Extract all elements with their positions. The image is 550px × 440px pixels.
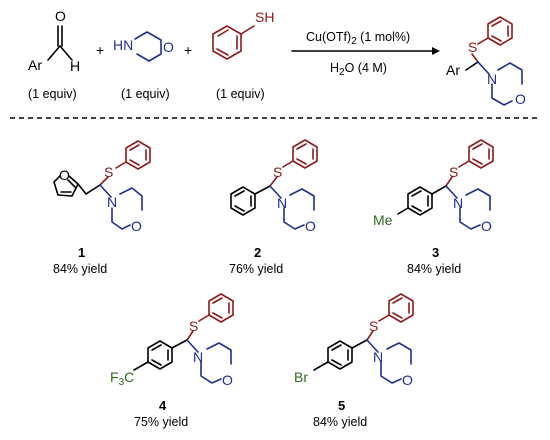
product-2-number: 2: [254, 245, 261, 260]
product-3-number: 3: [432, 245, 439, 260]
aryl-label: Ar: [446, 62, 460, 78]
aldehyde-equiv: (1 equiv): [28, 87, 77, 101]
sulfur-label: S: [449, 164, 458, 180]
product-1-number: 1: [78, 245, 85, 260]
oxygen-label: O: [402, 372, 413, 388]
nitrogen-label: N: [193, 349, 203, 365]
nitrogen-label: N: [487, 71, 497, 87]
oxygen-label: O: [55, 8, 66, 24]
catalyst-label: Cu(OTf)2 (1 mol%): [306, 30, 410, 47]
sulfur-label: S: [104, 164, 113, 180]
oxygen-label: O: [481, 218, 492, 234]
methyl-label: Me: [373, 212, 393, 228]
furan-oxygen-label: O: [59, 167, 70, 183]
bromo-label: Br: [294, 369, 308, 385]
oxygen-label: O: [163, 39, 174, 55]
product-3-structure: S N O Me: [373, 139, 494, 234]
plus-sign-1: +: [96, 42, 104, 58]
thiophenol-structure: SH: [212, 9, 274, 60]
hydrogen-label: H: [70, 58, 80, 74]
generic-product-structure: S Ar N O: [446, 16, 526, 107]
product-2-structure: S N O: [230, 139, 318, 234]
morpholine-structure: HN O: [113, 31, 174, 62]
reaction-arrow: [291, 47, 440, 55]
product-4-number: 4: [159, 398, 167, 413]
product-4-yield: 75% yield: [134, 415, 188, 429]
oxygen-label: O: [222, 372, 233, 388]
oxygen-label: O: [515, 91, 526, 107]
trifluoromethyl-label: F3C: [110, 369, 134, 388]
sulfur-label: S: [468, 39, 477, 55]
solvent-label: H2O (4 M): [330, 61, 387, 78]
product-5-number: 5: [338, 398, 345, 413]
amine-equiv: (1 equiv): [121, 87, 170, 101]
oxygen-label: O: [131, 218, 142, 234]
nitrogen-label: N: [453, 195, 463, 211]
nitrogen-label: N: [277, 195, 287, 211]
product-4-structure: S N O F3C: [110, 293, 234, 388]
nitrogen-label: N: [107, 194, 117, 210]
sulfur-label: S: [189, 318, 198, 334]
hn-label: HN: [113, 37, 133, 53]
sulfur-label: S: [273, 164, 282, 180]
product-2-yield: 76% yield: [229, 262, 283, 276]
product-5-structure: S N O Br: [294, 293, 414, 388]
sh-label: SH: [255, 9, 274, 25]
product-5-yield: 84% yield: [313, 415, 367, 429]
sulfur-label: S: [369, 318, 378, 334]
product-3-yield: 84% yield: [407, 262, 461, 276]
nitrogen-label: N: [373, 349, 383, 365]
thiol-equiv: (1 equiv): [216, 87, 265, 101]
oxygen-label: O: [305, 218, 316, 234]
aldehyde-structure: Ar O H: [28, 8, 80, 74]
product-1-yield: 84% yield: [53, 262, 107, 276]
aryl-label: Ar: [28, 57, 42, 73]
product-1-structure: S N O O: [53, 140, 151, 234]
plus-sign-2: +: [184, 42, 192, 58]
